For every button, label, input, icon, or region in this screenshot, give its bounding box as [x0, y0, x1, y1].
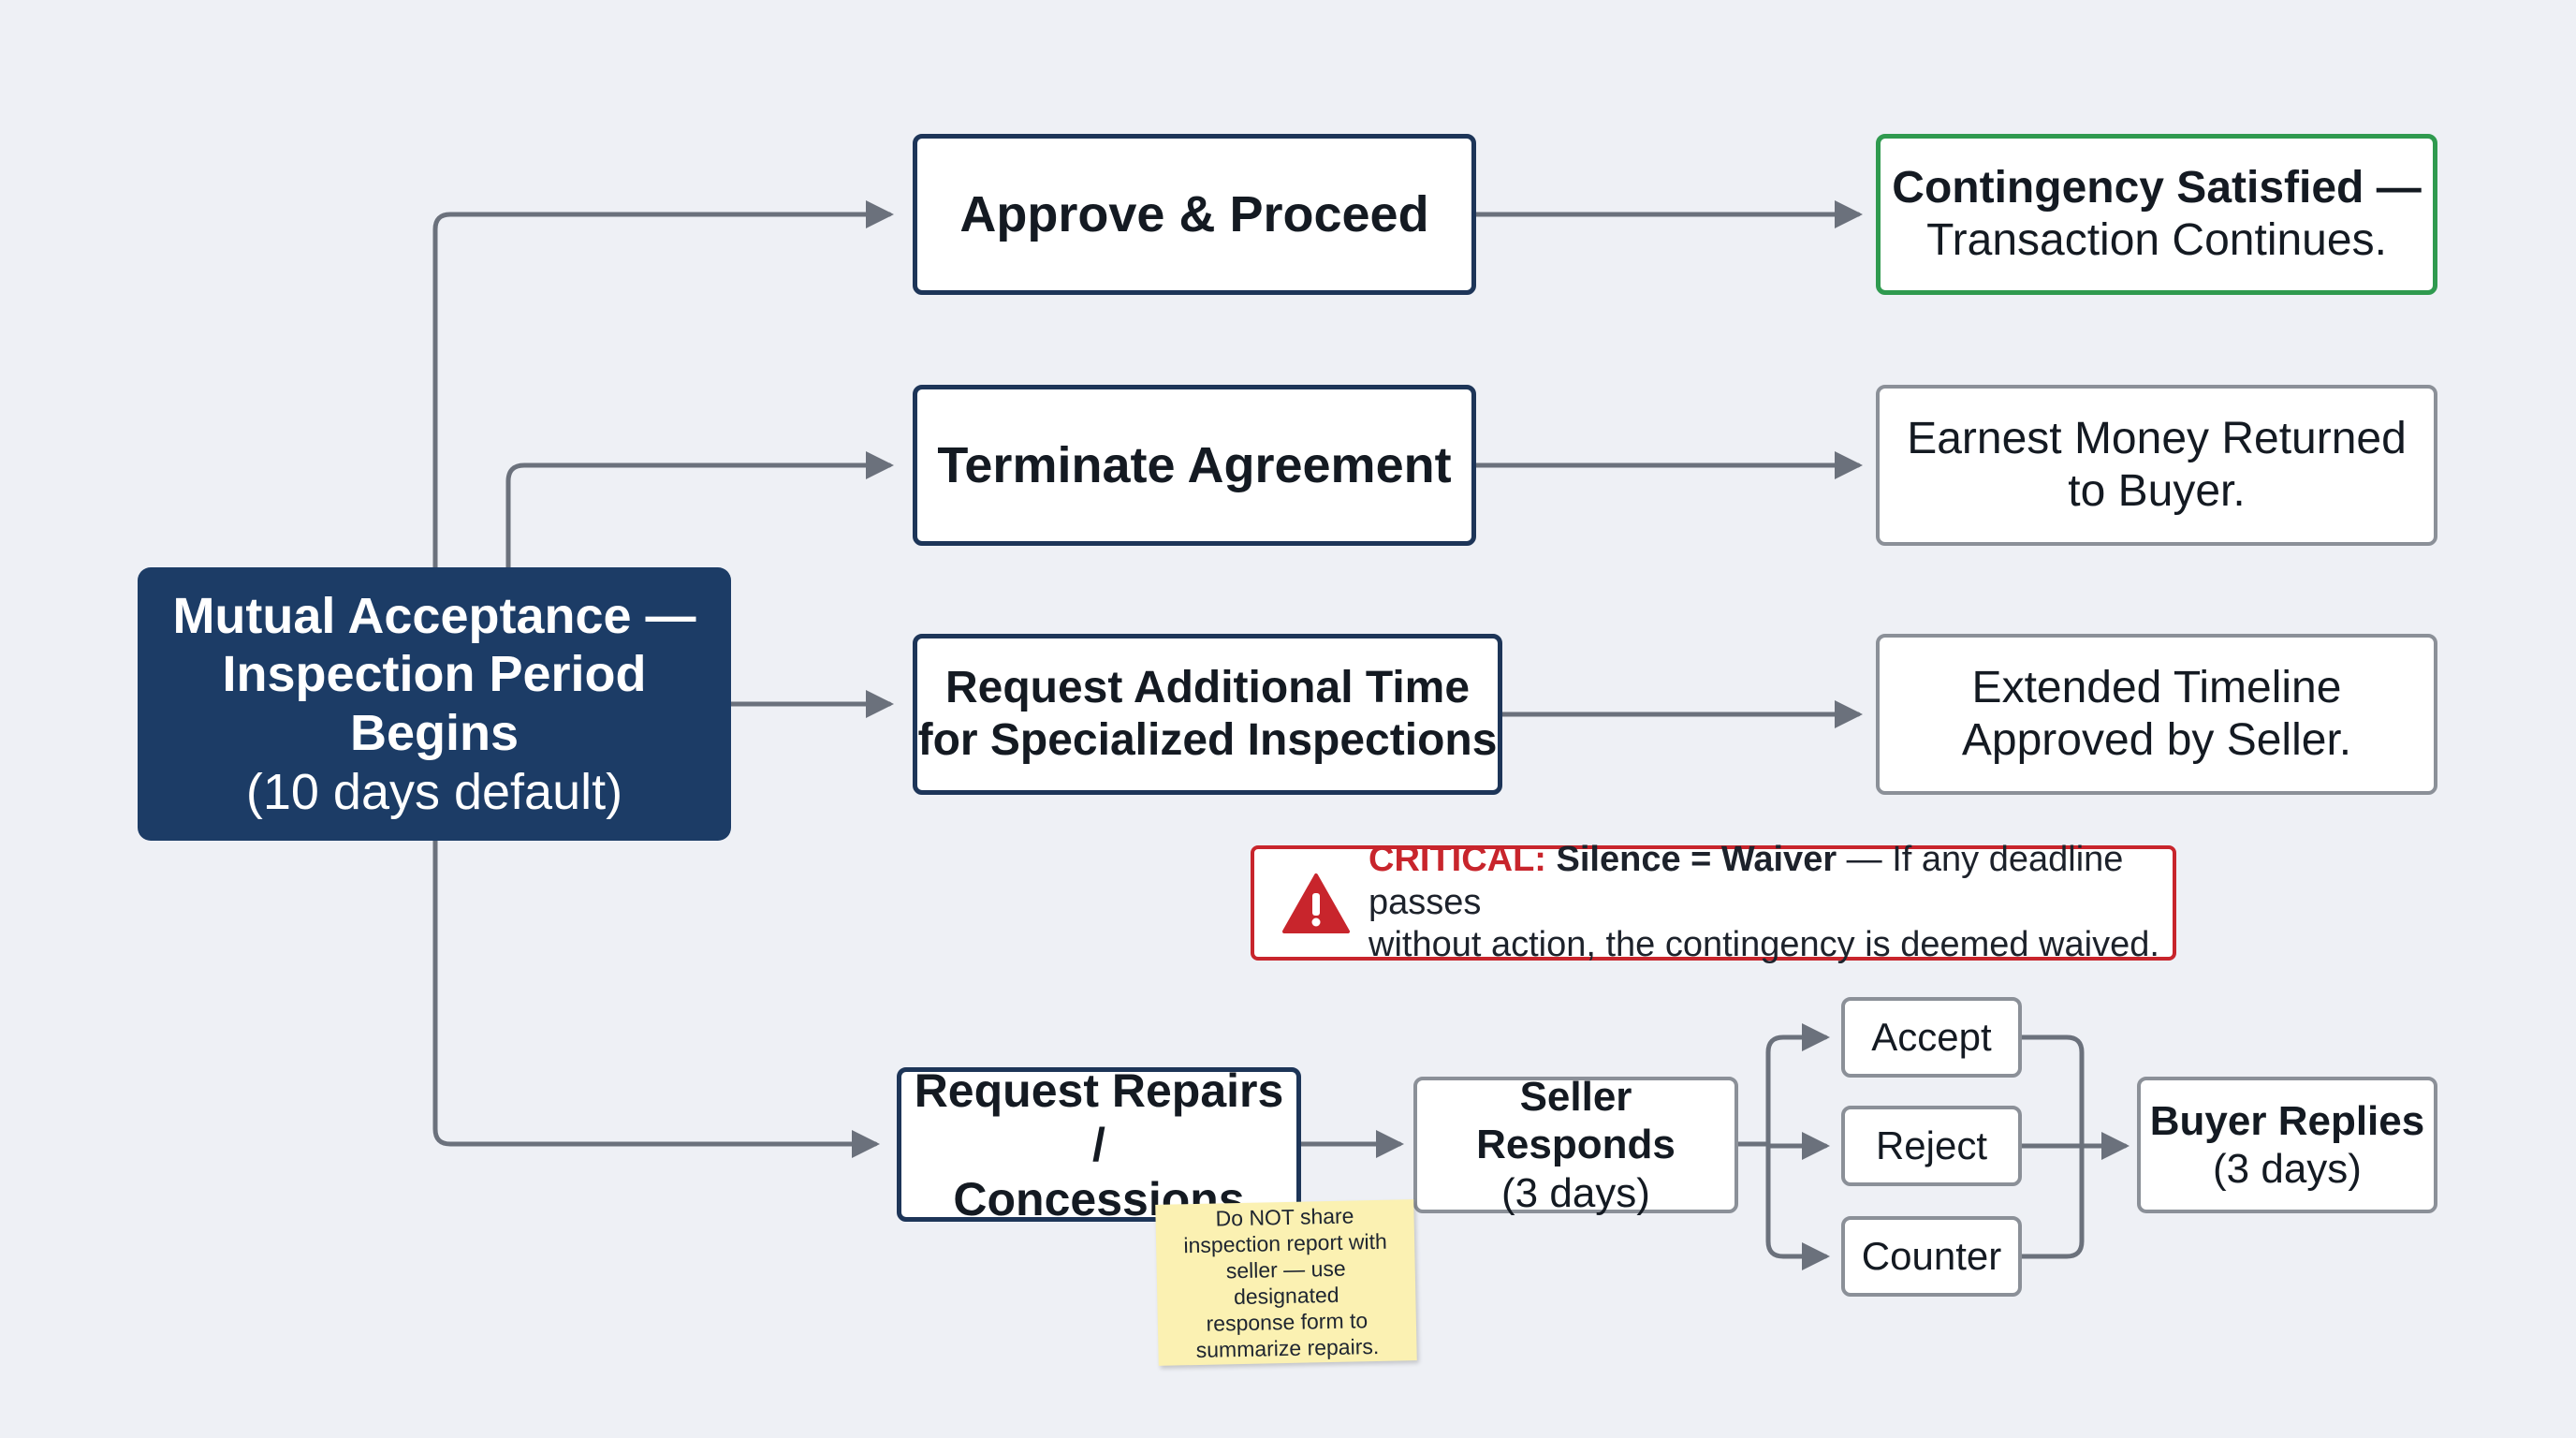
alert-rule: Silence = Waiver: [1556, 840, 1837, 880]
arrow-start-to-terminate: [505, 451, 894, 570]
note-line: inspection report with: [1183, 1228, 1388, 1258]
critical-alert: CRITICAL: Silence = Waiver — If any dead…: [1251, 840, 2176, 964]
note-line: seller — use designated: [1225, 1255, 1346, 1310]
option-request-time: Request Additional Time for Specialized …: [913, 634, 1502, 795]
response-accept-label: Accept: [1871, 1014, 1992, 1059]
start-subtitle: (10 days default): [245, 763, 623, 820]
seller-responds-title: Seller Responds: [1476, 1074, 1676, 1168]
sticky-note-text: Do NOT share inspection report with sell…: [1170, 1201, 1401, 1363]
option-request-repairs: Request Repairs / Concessions: [897, 1064, 1301, 1225]
seller-responds-days: (3 days): [1501, 1169, 1650, 1216]
arrow-counter-to-buyer: [2019, 1143, 2085, 1259]
alert-message: CRITICAL: Silence = Waiver — If any dead…: [1368, 839, 2173, 967]
response-reject-label: Reject: [1875, 1123, 1988, 1167]
start-node: Mutual Acceptance — Inspection Period Be…: [138, 567, 731, 841]
buyer-replies-node: Buyer Replies (3 days): [2137, 1077, 2437, 1213]
response-accept: Accept: [1841, 997, 2022, 1078]
outcome-request-time-line1: Extended Timeline: [1971, 663, 2342, 713]
outcome-terminate-line1: Earnest Money Returned: [1907, 414, 2407, 464]
option-terminate: Terminate Agreement: [913, 385, 1476, 546]
buyer-replies-title: Buyer Replies: [2149, 1097, 2425, 1144]
seller-responds-node: Seller Responds (3 days): [1413, 1074, 1738, 1216]
option-request-time-line1: Request Additional Time: [944, 663, 1471, 713]
start-title-line1: Mutual Acceptance —: [172, 587, 696, 644]
buyer-replies-days: (3 days): [2213, 1146, 2362, 1192]
arrow-seller-to-accept: [1765, 1023, 1830, 1147]
alert-text-line1: — If any deadline passes: [1368, 840, 2124, 922]
option-approve: Approve & Proceed: [913, 134, 1476, 295]
arrow-start-to-approve: [432, 200, 894, 570]
outcome-terminate-line2: to Buyer.: [2068, 466, 2246, 516]
start-title-line2: Inspection Period Begins: [222, 646, 647, 761]
outcome-request-time: Extended Timeline Approved by Seller.: [1876, 634, 2437, 795]
alert-critical-label: CRITICAL:: [1368, 840, 1546, 880]
outcome-approve: Contingency Satisfied — Transaction Cont…: [1876, 134, 2437, 295]
outcome-approve-line1: Contingency Satisfied —: [1892, 163, 2422, 213]
note-line: summarize repairs.: [1195, 1334, 1380, 1363]
outcome-request-time-line2: Approved by Seller.: [1961, 715, 2352, 765]
option-request-repairs-line1: Request Repairs /: [914, 1064, 1284, 1171]
response-counter: Counter: [1841, 1216, 2022, 1297]
alert-text-line2: without action, the contingency is deeme…: [1368, 925, 2159, 965]
response-counter-label: Counter: [1861, 1233, 2002, 1278]
outcome-approve-line2: Transaction Continues.: [1926, 215, 2387, 265]
arrow-accept-to-buyer: [2019, 1034, 2085, 1149]
outcome-terminate: Earnest Money Returned to Buyer.: [1876, 385, 2437, 546]
option-approve-label: Approve & Proceed: [959, 185, 1429, 242]
sticky-note: Do NOT share inspection report with sell…: [1155, 1199, 1417, 1366]
response-reject: Reject: [1841, 1106, 2022, 1186]
arrow-start-to-request-repairs: [432, 838, 880, 1158]
option-request-time-line2: for Specialized Inspections: [917, 715, 1498, 765]
option-terminate-label: Terminate Agreement: [937, 436, 1452, 493]
warning-triangle-icon: [1282, 873, 1350, 933]
arrow-seller-to-counter: [1765, 1141, 1830, 1270]
